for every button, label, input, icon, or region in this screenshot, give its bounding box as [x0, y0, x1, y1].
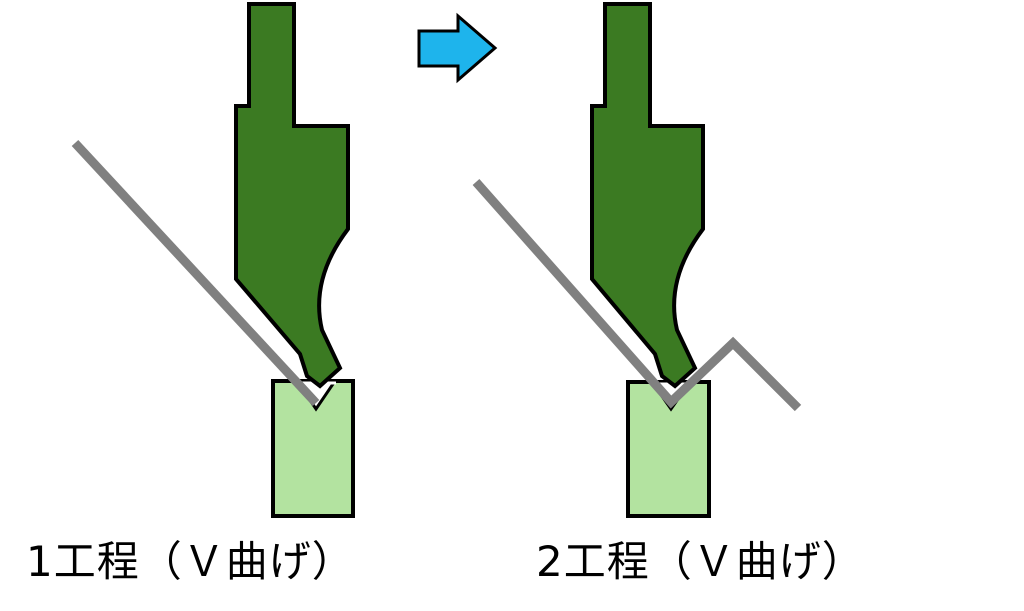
right-arrow-icon	[417, 12, 498, 84]
step-1-sheet-metal	[71, 139, 320, 407]
step-1-group	[71, 2, 355, 518]
step-2-punch	[590, 2, 705, 389]
step-2-caption: 2工程（Ｖ曲げ）	[536, 537, 865, 586]
step-2-group	[472, 2, 802, 518]
step-1-caption: 1工程（Ｖ曲げ）	[26, 537, 355, 586]
step-1-punch	[234, 2, 350, 389]
step-2-sheet-metal	[472, 179, 802, 412]
